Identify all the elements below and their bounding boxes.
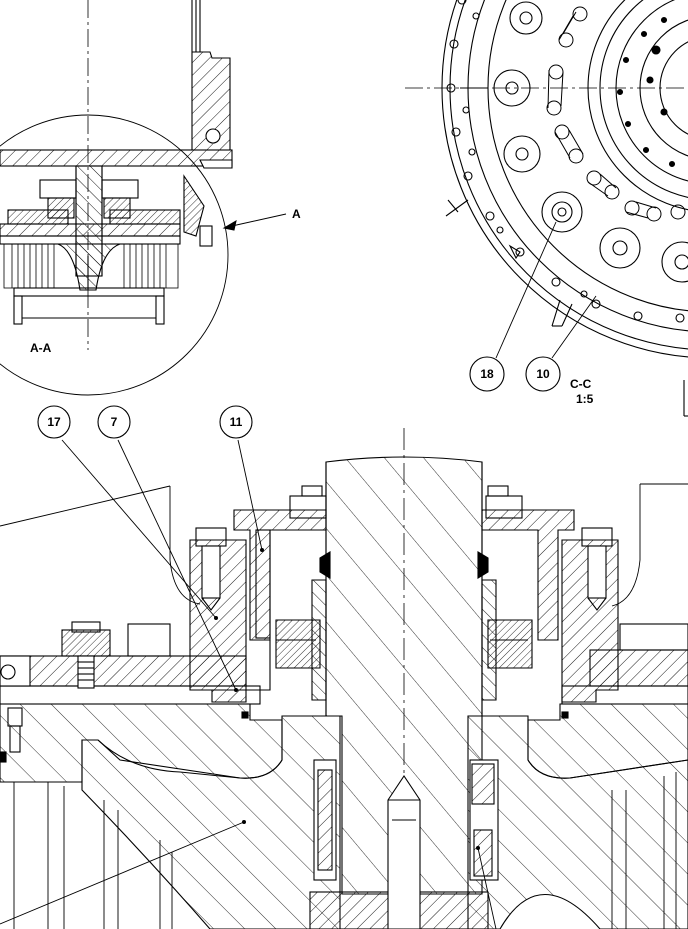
inner-hub-holes bbox=[616, 16, 676, 168]
balloon-17-label: 17 bbox=[47, 415, 61, 429]
balloon-11-label: 11 bbox=[230, 415, 243, 429]
section-c-c-view bbox=[405, 0, 688, 417]
balloon-18: 18 bbox=[469, 356, 505, 392]
section-label-aa: A-A bbox=[30, 341, 52, 355]
balloon-10: 10 bbox=[525, 356, 561, 392]
chain-links bbox=[546, 6, 686, 222]
tool-pockets bbox=[493, 1, 688, 283]
section-scale-cc: 1:5 bbox=[576, 392, 594, 406]
section-label-cc: C-C bbox=[570, 377, 592, 391]
balloon-18-label: 18 bbox=[480, 367, 494, 381]
outer-bolt-holes bbox=[446, 0, 685, 323]
balloon-7: 7 bbox=[97, 405, 131, 439]
balloon-17: 17 bbox=[37, 405, 71, 439]
balloon-11: 11 bbox=[219, 405, 253, 439]
balloon-7-label: 7 bbox=[111, 415, 118, 429]
detail-view-letter: A bbox=[292, 207, 301, 221]
detail-a-leader bbox=[222, 213, 287, 231]
leader-dots bbox=[214, 548, 480, 850]
balloon-10-label: 10 bbox=[536, 367, 550, 381]
main-section-view bbox=[0, 428, 688, 929]
cc-leaders bbox=[495, 221, 597, 359]
section-a-a-view bbox=[0, 0, 233, 396]
main-leaders bbox=[0, 439, 497, 929]
